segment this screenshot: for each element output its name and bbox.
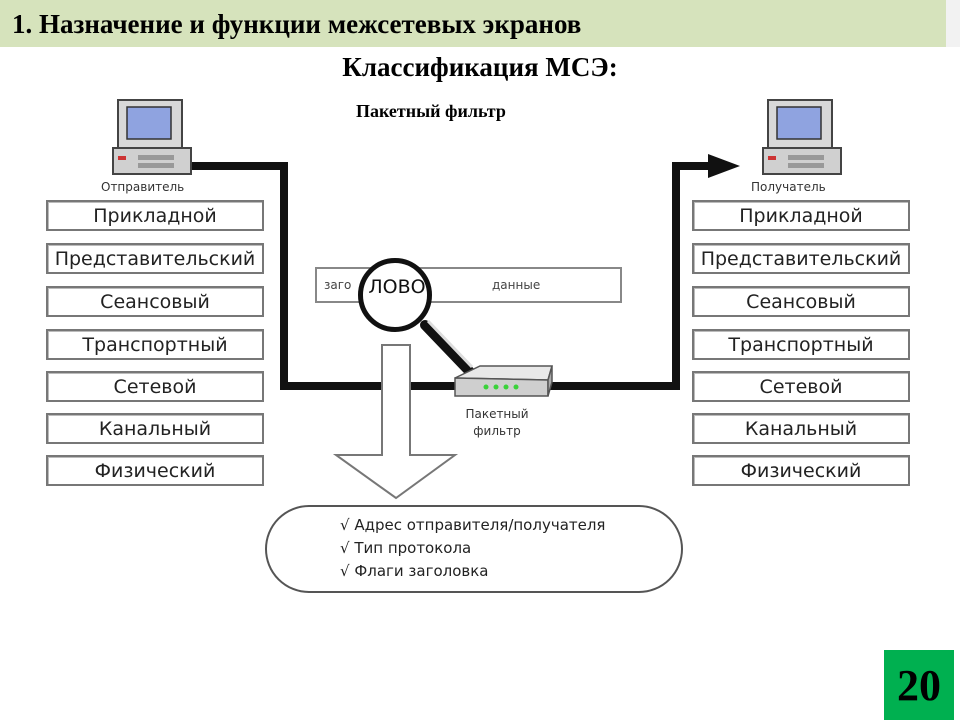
packet-filter-device-icon (454, 365, 553, 397)
receiver-label: Получатель (751, 180, 826, 194)
packet-filter-label: Пакетный фильтр (462, 406, 532, 440)
diagram-caption: Пакетный фильтр (356, 101, 506, 121)
page-title: 1. Назначение и функции межсетевых экран… (12, 9, 582, 39)
criteria-item: √ Адрес отправителя/получателя (340, 516, 606, 534)
magnifier-text: ЛОВО (368, 276, 426, 298)
header-bar: 1. Назначение и функции межсетевых экран… (0, 0, 960, 47)
receiver-layer-datalink: Канальный (692, 413, 910, 444)
magnifier-lens-icon (358, 258, 432, 332)
page-number: 20 (897, 660, 941, 710)
sender-layer-physical: Физический (46, 455, 264, 486)
sender-layer-presentation: Представительский (46, 243, 264, 274)
magnifier-handle (420, 320, 475, 377)
sender-connection-line (190, 162, 462, 390)
subtitle: Классификация МСЭ: (342, 52, 618, 82)
down-arrow (332, 344, 459, 500)
criteria-list: √ Адрес отправителя/получателя √ Тип про… (340, 514, 605, 583)
sender-layer-transport: Транспортный (46, 329, 264, 360)
receiver-layer-session: Сеансовый (692, 286, 910, 317)
receiver-connection-line (540, 162, 712, 390)
receiver-layer-transport: Транспортный (692, 329, 910, 360)
packet-filter-label-line2: фильтр (473, 424, 521, 438)
receiver-arrowhead (708, 154, 740, 178)
receiver-computer-icon (762, 99, 842, 175)
page-number-badge: 20 (884, 650, 954, 720)
receiver-layer-network: Сетевой (692, 371, 910, 402)
criteria-item: √ Тип протокола (340, 539, 472, 557)
sender-layer-network: Сетевой (46, 371, 264, 402)
sender-computer-icon (112, 99, 192, 175)
sender-layer-application: Прикладной (46, 200, 264, 231)
receiver-layer-application: Прикладной (692, 200, 910, 231)
sender-layer-datalink: Канальный (46, 413, 264, 444)
sender-layer-session: Сеансовый (46, 286, 264, 317)
criteria-capsule (265, 505, 683, 593)
sender-label: Отправитель (101, 180, 185, 194)
criteria-item: √ Флаги заголовка (340, 562, 489, 580)
receiver-layer-physical: Физический (692, 455, 910, 486)
packet-header-text: заго (324, 278, 352, 292)
receiver-layer-presentation: Представительский (692, 243, 910, 274)
packet-data-text: данные (492, 278, 541, 292)
packet-filter-label-line1: Пакетный (465, 407, 529, 421)
